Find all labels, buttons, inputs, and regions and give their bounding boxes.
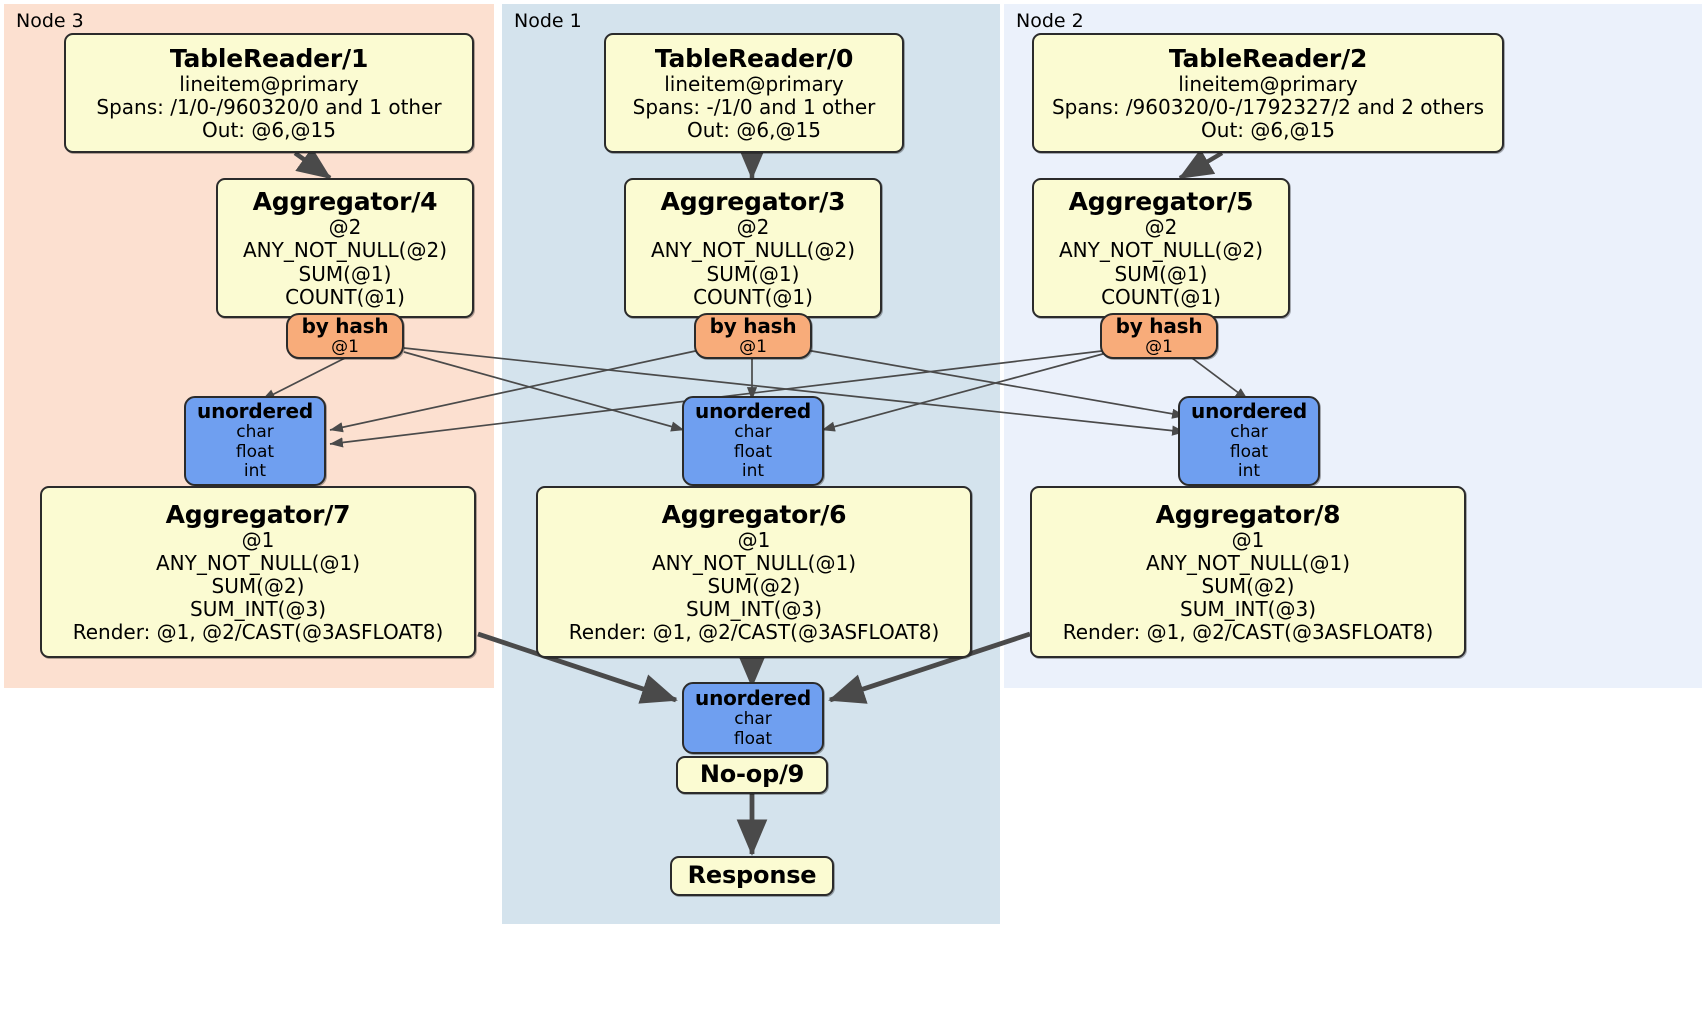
processor-title: No-op/9 bbox=[699, 760, 805, 789]
processor-line: SUM_INT(@3) bbox=[686, 597, 822, 622]
router-by-hash-node2[interactable]: by hash @1 bbox=[1100, 313, 1218, 359]
processor-line: ANY_NOT_NULL(@1) bbox=[652, 550, 856, 575]
processor-aggregator-4[interactable]: Aggregator/4 @2 ANY_NOT_NULL(@2) SUM(@1)… bbox=[216, 178, 474, 318]
receiver-unordered-node1[interactable]: unordered char float int bbox=[682, 396, 824, 486]
router-by-hash-node1[interactable]: by hash @1 bbox=[694, 313, 812, 359]
router-line: @1 bbox=[1145, 336, 1173, 357]
processor-line: Out: @6,@15 bbox=[202, 118, 336, 143]
processor-line: @1 bbox=[241, 527, 275, 552]
processor-line: ANY_NOT_NULL(@1) bbox=[1146, 550, 1350, 575]
processor-line: @2 bbox=[1144, 215, 1178, 240]
router-line: @1 bbox=[331, 336, 359, 357]
receiver-unordered-node3[interactable]: unordered char float int bbox=[184, 396, 326, 486]
router-title: by hash bbox=[709, 313, 797, 338]
processor-line: COUNT(@1) bbox=[285, 284, 405, 309]
router-line: @1 bbox=[739, 336, 767, 357]
processor-line: lineitem@primary bbox=[1178, 71, 1358, 96]
processor-line: SUM(@1) bbox=[298, 261, 392, 286]
processor-noop-9[interactable]: No-op/9 bbox=[676, 756, 828, 794]
receiver-unordered-node2[interactable]: unordered char float int bbox=[1178, 396, 1320, 486]
processor-line: SUM(@2) bbox=[211, 573, 305, 598]
processor-line: Out: @6,@15 bbox=[1201, 118, 1335, 143]
receiver-title: unordered bbox=[695, 398, 811, 423]
processor-line: ANY_NOT_NULL(@2) bbox=[243, 238, 447, 263]
processor-line: Render: @1, @2/CAST(@3ASFLOAT8) bbox=[1062, 620, 1434, 645]
receiver-line: float bbox=[1229, 441, 1269, 462]
processor-line: Render: @1, @2/CAST(@3ASFLOAT8) bbox=[568, 620, 940, 645]
processor-title: Response bbox=[687, 861, 817, 890]
processor-aggregator-7[interactable]: Aggregator/7 @1 ANY_NOT_NULL(@1) SUM(@2)… bbox=[40, 486, 476, 658]
node-panel-label-node1: Node 1 bbox=[514, 10, 582, 32]
receiver-line: float bbox=[733, 441, 773, 462]
processor-title: TableReader/2 bbox=[1168, 43, 1368, 73]
router-title: by hash bbox=[1115, 313, 1203, 338]
processor-table-reader-0[interactable]: TableReader/0 lineitem@primary Spans: -/… bbox=[604, 33, 904, 153]
processor-title: Aggregator/7 bbox=[165, 499, 351, 529]
processor-title: TableReader/0 bbox=[654, 43, 854, 73]
processor-line: @1 bbox=[1231, 527, 1265, 552]
node-panel-label-node2: Node 2 bbox=[1016, 10, 1084, 32]
processor-line: ANY_NOT_NULL(@2) bbox=[651, 238, 855, 263]
receiver-title: unordered bbox=[695, 685, 811, 710]
processor-title: Aggregator/6 bbox=[661, 499, 847, 529]
receiver-line: char bbox=[236, 422, 274, 443]
processor-line: SUM(@2) bbox=[1201, 573, 1295, 598]
processor-title: Aggregator/5 bbox=[1068, 187, 1254, 217]
receiver-unordered-final[interactable]: unordered char float bbox=[682, 682, 824, 754]
processor-line: Spans: /960320/0-/1792327/2 and 2 others bbox=[1051, 94, 1484, 119]
processor-line: COUNT(@1) bbox=[693, 284, 813, 309]
router-title: by hash bbox=[301, 313, 389, 338]
router-by-hash-node3[interactable]: by hash @1 bbox=[286, 313, 404, 359]
processor-line: @1 bbox=[737, 527, 771, 552]
processor-response[interactable]: Response bbox=[670, 856, 834, 896]
processor-line: ANY_NOT_NULL(@2) bbox=[1059, 238, 1263, 263]
node-panel-label-node3: Node 3 bbox=[16, 10, 84, 32]
processor-line: lineitem@primary bbox=[179, 71, 359, 96]
processor-line: ANY_NOT_NULL(@1) bbox=[156, 550, 360, 575]
processor-line: Spans: -/1/0 and 1 other bbox=[632, 94, 876, 119]
receiver-line: char bbox=[1230, 422, 1268, 443]
processor-line: SUM(@2) bbox=[707, 573, 801, 598]
receiver-line: char bbox=[734, 422, 772, 443]
processor-title: TableReader/1 bbox=[169, 43, 369, 73]
processor-title: Aggregator/8 bbox=[1155, 499, 1341, 529]
receiver-line: char bbox=[734, 708, 772, 729]
processor-line: COUNT(@1) bbox=[1101, 284, 1221, 309]
processor-table-reader-2[interactable]: TableReader/2 lineitem@primary Spans: /9… bbox=[1032, 33, 1504, 153]
processor-line: SUM(@1) bbox=[1114, 261, 1208, 286]
processor-table-reader-1[interactable]: TableReader/1 lineitem@primary Spans: /1… bbox=[64, 33, 474, 153]
processor-aggregator-3[interactable]: Aggregator/3 @2 ANY_NOT_NULL(@2) SUM(@1)… bbox=[624, 178, 882, 318]
processor-aggregator-6[interactable]: Aggregator/6 @1 ANY_NOT_NULL(@1) SUM(@2)… bbox=[536, 486, 972, 658]
receiver-title: unordered bbox=[197, 398, 313, 423]
processor-line: Spans: /1/0-/960320/0 and 1 other bbox=[96, 94, 442, 119]
processor-line: lineitem@primary bbox=[664, 71, 844, 96]
receiver-line: int bbox=[243, 461, 267, 482]
processor-line: Out: @6,@15 bbox=[687, 118, 821, 143]
processor-line: @2 bbox=[736, 215, 770, 240]
receiver-line: int bbox=[741, 461, 765, 482]
processor-aggregator-8[interactable]: Aggregator/8 @1 ANY_NOT_NULL(@1) SUM(@2)… bbox=[1030, 486, 1466, 658]
processor-line: @2 bbox=[328, 215, 362, 240]
processor-title: Aggregator/3 bbox=[660, 187, 846, 217]
receiver-title: unordered bbox=[1191, 398, 1307, 423]
receiver-line: int bbox=[1237, 461, 1261, 482]
processor-line: SUM(@1) bbox=[706, 261, 800, 286]
processor-line: Render: @1, @2/CAST(@3ASFLOAT8) bbox=[72, 620, 444, 645]
receiver-line: float bbox=[733, 728, 773, 749]
processor-line: SUM_INT(@3) bbox=[190, 597, 326, 622]
processor-aggregator-5[interactable]: Aggregator/5 @2 ANY_NOT_NULL(@2) SUM(@1)… bbox=[1032, 178, 1290, 318]
processor-line: SUM_INT(@3) bbox=[1180, 597, 1316, 622]
receiver-line: float bbox=[235, 441, 275, 462]
processor-title: Aggregator/4 bbox=[252, 187, 438, 217]
